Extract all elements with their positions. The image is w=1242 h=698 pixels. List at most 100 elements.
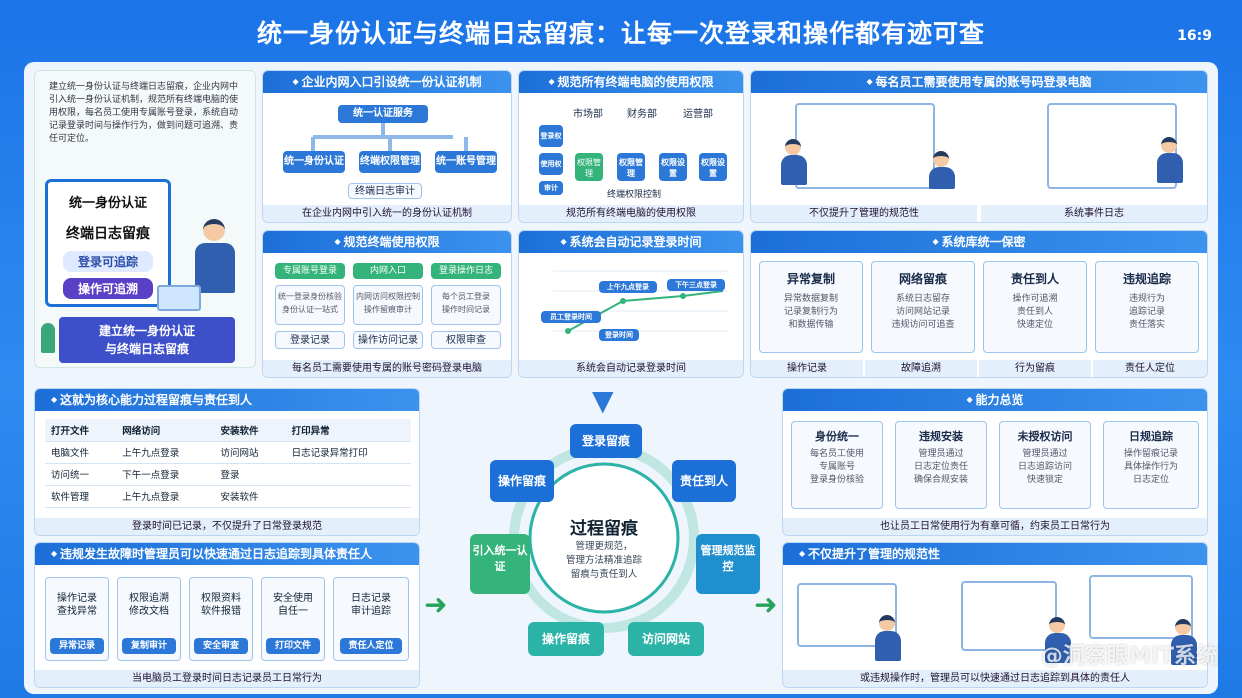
employee-body-1: [781, 155, 807, 185]
overview-card-1: 身份统一 每名员工使用 专属账号 登录身份核验: [791, 421, 883, 509]
usage-button-3: 权限审查: [431, 331, 501, 349]
overview-card-2-text: 管理员通过 日志定位责任 确保合规安装: [913, 449, 968, 485]
overview-card-3-text: 管理员通过 日志追踪访问 快速锁定: [1017, 449, 1072, 485]
table-cell: 日志记录异常打印: [285, 441, 411, 464]
plant-icon: [41, 323, 55, 353]
security-caption-3: 行为留痕: [979, 360, 1091, 377]
panel-terminal-permissions-title: 规范所有终端电脑的使用权限: [519, 71, 743, 93]
wheel-segment-3: 管理规范监控: [696, 534, 760, 594]
usage-col-1: 专属账号登录: [275, 263, 345, 279]
wheel-segment-1: 登录留痕: [570, 424, 642, 458]
aspect-ratio-label: 16:9: [1177, 28, 1212, 44]
trace-card-4: 安全使用 自任一 打印文件: [261, 577, 325, 661]
panel-auth-mechanism: 企业内网入口引设统一份认证机制 统一认证服务 统一身份认证 终端权限管理 统一账…: [262, 70, 512, 223]
admin-body-2: [1045, 633, 1071, 663]
overview-card-1-title: 身份统一: [815, 430, 859, 443]
overview-card-4-text: 操作留痕记录 具体操作行为 日志定位: [1123, 449, 1178, 485]
security-caption-1: 操作记录: [751, 360, 863, 377]
admin-body-3: [1171, 635, 1197, 665]
usage-note-3: 每个员工登录 操作时间记录: [431, 285, 501, 325]
security-card-3-text: 操作可追溯 责任到人 快速定位: [1012, 294, 1058, 330]
auth-box-3: 统一账号管理: [435, 151, 497, 173]
table-cell: [285, 463, 411, 486]
panel-unified-security: 系统库统一保密 异常复制 异常数据复制 记录复制行为 和数据传输 网络留痕 系统…: [750, 230, 1208, 378]
panel-management-standard: 不仅提升了管理的规范性 或违规操作时，管理员可以快速通过日志追踪到具体的责任人: [782, 542, 1208, 688]
panel-dedicated-login: 每名员工需要使用专属的账号码登录电脑 不仅提升了管理的规范性 系统事件日志: [750, 70, 1208, 223]
admin-head-1: [879, 615, 895, 631]
table-cell: 下午一点登录: [116, 463, 215, 486]
usage-button-1: 登录记录: [275, 331, 345, 349]
trace-card-4-btn: 打印文件: [266, 638, 320, 654]
panel-login-time-title: 系统会自动记录登录时间: [519, 231, 743, 253]
trace-card-3: 权限资料 软件报错 安全审查: [189, 577, 253, 661]
auth-service-box: 统一认证服务: [338, 105, 428, 123]
intro-banner: 建立统一身份认证 与终端日志留痕: [59, 317, 235, 363]
trace-card-4-mid: 安全使用 自任一: [273, 593, 313, 617]
table-cell: 访问统一: [45, 463, 117, 486]
overview-card-4: 日规追踪 操作留痕记录 具体操作行为 日志定位: [1103, 421, 1199, 509]
perm-cell-4: 权限设置: [699, 153, 727, 181]
capability-table: 打开文件 网络访问 安装软件 打印异常 电脑文件 上午九点登录 访问网站 日志记…: [45, 419, 411, 508]
perm-row-3: 审计: [539, 181, 563, 195]
table-row: 电脑文件 上午九点登录 访问网站 日志记录异常打印: [45, 441, 411, 464]
table-cell: [285, 485, 411, 508]
panel-usage-permissions: 规范终端使用权限 专属账号登录 内网入口 登录操作日志 统一登录身份核验 身份认…: [262, 230, 512, 378]
security-card-1-title: 异常复制: [786, 272, 835, 286]
usage-button-2: 操作访问记录: [353, 331, 423, 349]
arrow-down-icon: ▼: [592, 384, 614, 417]
watermark: @洞察眼MIT系统: [1040, 644, 1218, 669]
panel-violation-trace-caption: 当电脑员工登录时间日志记录员工日常行为: [35, 670, 419, 687]
employee-body-3: [1157, 153, 1183, 183]
table-row: 软件管理 上午九点登录 安装软件: [45, 485, 411, 508]
usage-note-1: 统一登录身份核验 身份认证一站式: [275, 285, 345, 325]
process-hub-text: 管理更规范， 管理方法精准追踪 留痕与责任到人: [565, 541, 642, 580]
security-card-3: 责任到人 操作可追溯 责任到人 快速定位: [983, 261, 1087, 353]
panel-dedicated-login-caption-left: 不仅提升了管理的规范性: [751, 205, 977, 222]
panel-management-standard-caption: 或违规操作时，管理员可以快速通过日志追踪到具体的责任人: [783, 670, 1207, 687]
arrow-right-icon-2: ➜: [754, 588, 778, 621]
panel-login-time: 系统会自动记录登录时间 上午九点登录 下午三点登录 员工登录时间 登录时间 系统…: [518, 230, 744, 378]
arrow-right-icon: ➜: [424, 588, 448, 621]
wheel-segment-5: 操作留痕: [528, 622, 604, 656]
capability-head-3: 安装软件: [214, 419, 286, 442]
table-cell: 上午九点登录: [116, 441, 215, 464]
capability-head-1: 打开文件: [45, 419, 117, 442]
capability-table-header: 打开文件 网络访问 安装软件 打印异常: [45, 419, 411, 442]
employee-body-2: [929, 167, 955, 189]
security-card-2-text: 系统日志留存 访问网站记录 违规访问可追查: [891, 294, 955, 330]
login-label-2: 下午三点登录: [667, 279, 725, 291]
panel-capability-overview: 能力总览 身份统一 每名员工使用 专属账号 登录身份核验 违规安装 管理员通过 …: [782, 388, 1208, 536]
perm-row-1: 登录权限: [539, 125, 563, 162]
security-card-4-title: 违规追踪: [1122, 272, 1171, 286]
presenter-head: [203, 219, 225, 241]
capability-head-2: 网络访问: [116, 419, 215, 442]
capability-head-4: 打印异常: [285, 419, 411, 442]
panel-capability-overview-caption: 也让员工日常使用行为有章可循，约束员工日常行为: [783, 518, 1207, 535]
panel-login-time-caption: 系统会自动记录登录时间: [519, 360, 743, 377]
table-row: 访问统一 下午一点登录 登录: [45, 463, 411, 486]
panel-core-capability: 这就为核心能力过程留痕与责任到人 打开文件 网络访问 安装软件 打印异常 电脑文…: [34, 388, 420, 536]
panel-usage-permissions-caption: 每名员工需要使用专属的账号密码登录电脑: [263, 360, 511, 377]
login-label-4: 登录时间: [599, 329, 639, 341]
panel-violation-trace: 违规发生故障时管理员可以快速通过日志追踪到具体责任人 操作记录 查找异常 异常记…: [34, 542, 420, 688]
intro-card-sub: 终端日志留痕: [66, 226, 150, 242]
security-caption-2: 故障追溯: [865, 360, 977, 377]
laptop-icon: [157, 285, 201, 311]
panel-core-capability-title: 这就为核心能力过程留痕与责任到人: [35, 389, 419, 411]
table-cell: 登录: [214, 463, 286, 486]
overview-card-3-title: 未授权访问: [1017, 430, 1073, 443]
table-cell: 电脑文件: [45, 441, 117, 464]
table-cell: 上午九点登录: [116, 485, 215, 508]
panel-terminal-permissions-caption: 规范所有终端电脑的使用权限: [519, 205, 743, 222]
perm-col-1: 市场部: [573, 109, 603, 120]
auth-box-1: 统一身份认证: [283, 151, 345, 173]
auth-box-2: 终端权限管理: [359, 151, 421, 173]
capability-table-wrap: 打开文件 网络访问 安装软件 打印异常 电脑文件 上午九点登录 访问网站 日志记…: [45, 419, 411, 508]
wheel-segment-6: 引入统一认证: [470, 534, 530, 594]
trace-card-1-btn: 异常记录: [50, 638, 104, 654]
admin-head-2: [1049, 617, 1065, 633]
security-card-4: 违规追踪 违规行为 追踪记录 责任落实: [1095, 261, 1199, 353]
table-cell: 访问网站: [214, 441, 286, 464]
employee-head-2: [933, 151, 949, 167]
panel-usage-permissions-title: 规范终端使用权限: [263, 231, 511, 253]
